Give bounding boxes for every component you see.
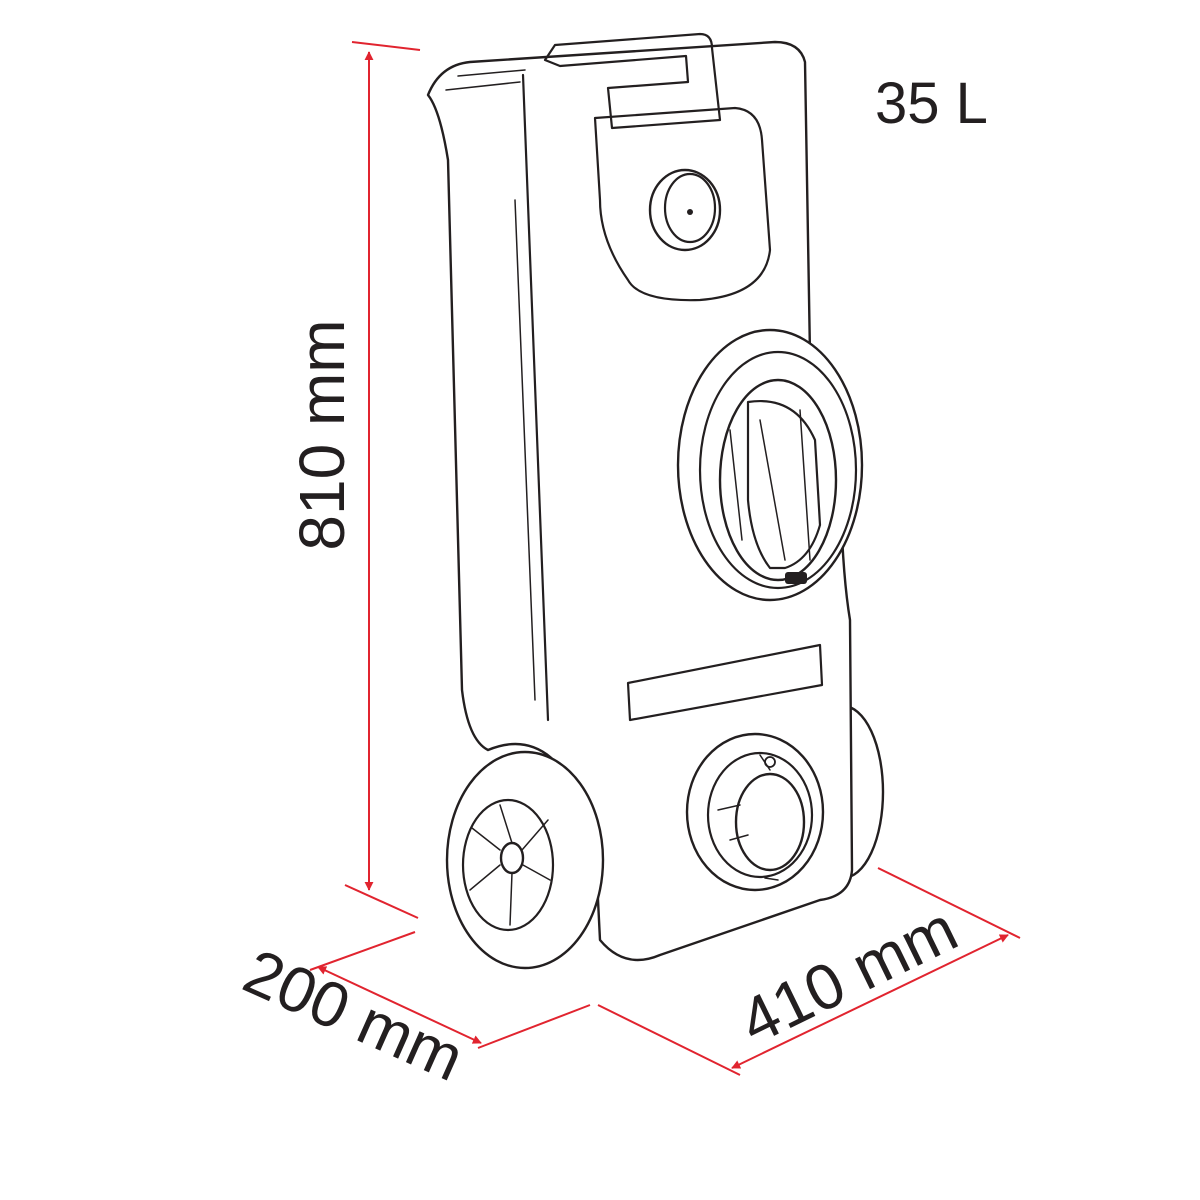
vent-cap-top: [663, 172, 717, 244]
depth-extension-left: [309, 931, 416, 971]
drain-bolt: [764, 756, 776, 768]
filler-cap-ridge: [729, 409, 811, 561]
front-wheel-rim: [461, 798, 555, 932]
depth-extension-right: [477, 1004, 591, 1049]
side-groove: [514, 199, 536, 701]
width-extension-right: [877, 867, 1021, 939]
top-ridge: [445, 69, 526, 91]
depth-dimension-line: [317, 966, 482, 1044]
front-wheel-spokes: [469, 804, 551, 926]
capacity-label: 35 L: [875, 71, 988, 136]
drain-flange-inner: [706, 751, 814, 879]
depth-label: 200 mm: [234, 935, 474, 1095]
dimension-lines: [309, 41, 1021, 1076]
height-extension-bottom: [344, 884, 419, 919]
carry-handle: [543, 32, 722, 130]
width-dimension-line: [731, 934, 1009, 1069]
filler-cap-grip: [746, 400, 822, 570]
vent-cap-dot: [687, 209, 693, 215]
water-tank-drawing: [426, 32, 885, 970]
height-extension-top: [351, 41, 421, 51]
width-extension-left: [597, 1004, 741, 1076]
height-label: 810 mm: [286, 319, 358, 550]
front-wheel: [445, 750, 605, 970]
filler-cap: [718, 378, 838, 582]
front-panel-recess: [593, 106, 772, 302]
side-panel-edge: [521, 73, 550, 722]
front-wheel-hub: [499, 841, 525, 875]
vent-cap: [648, 168, 722, 252]
filler-cap-tab: [785, 572, 807, 584]
label-plate: [626, 643, 824, 722]
drain-cap: [734, 772, 806, 872]
filler-ring-inner: [698, 350, 858, 590]
